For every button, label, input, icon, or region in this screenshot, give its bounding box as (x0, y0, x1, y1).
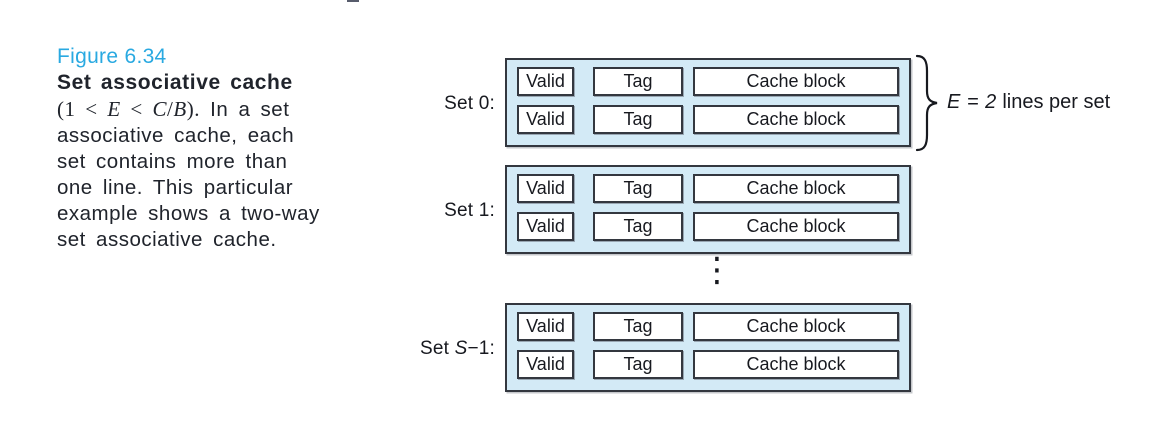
cropped-text-artifact (347, 0, 359, 2)
math-var-e: E (107, 97, 121, 121)
tag-field: Tag (593, 67, 683, 96)
math-expression: (1 < E < C/B). (57, 97, 200, 121)
valid-field: Valid (517, 312, 574, 341)
set-label-text: Set (419, 338, 455, 359)
set-1-box: Valid Tag Cache block Valid Tag Cache bl… (505, 165, 911, 254)
caption-title: Set associative cache (57, 71, 293, 94)
cache-block-field: Cache block (693, 67, 899, 96)
caption-line-1-rest: In a set (210, 98, 290, 121)
tag-field: Tag (593, 212, 683, 241)
set-0-box: Valid Tag Cache block Valid Tag Cache bl… (505, 58, 911, 147)
set-s-1-box: Valid Tag Cache block Valid Tag Cache bl… (505, 303, 911, 392)
tag-field: Tag (593, 174, 683, 203)
lines-per-set-label: lines per set (1002, 91, 1111, 113)
tag-field: Tag (593, 312, 683, 341)
cache-block-field: Cache block (693, 212, 899, 241)
caption-line: one line. This particular (57, 176, 294, 199)
valid-field: Valid (517, 174, 574, 203)
e-equals-2: E = 2 (947, 91, 997, 113)
math-lt: < (130, 97, 143, 121)
right-brace (915, 54, 938, 152)
math-slash: / (167, 97, 174, 121)
math-close: ). (186, 97, 200, 121)
valid-field: Valid (517, 105, 574, 134)
set-s-1-label: Set S−1: (393, 338, 495, 360)
set-label-text: Set 1: (444, 200, 495, 221)
valid-field: Valid (517, 212, 574, 241)
math-open: (1 < (57, 97, 98, 121)
cache-block-field: Cache block (693, 350, 899, 379)
valid-field: Valid (517, 67, 574, 96)
figure-caption: Figure 6.34 Set associative cache (1 < E… (57, 44, 387, 253)
set-label-suffix: −1: (467, 338, 495, 359)
tag-field: Tag (593, 105, 683, 134)
cache-block-field: Cache block (693, 174, 899, 203)
math-var-b: B (173, 97, 187, 121)
lines-per-set-annotation: E = 2 lines per set (947, 91, 1110, 114)
cache-block-field: Cache block (693, 312, 899, 341)
caption-line-math: (1 < E < C/B). In a set (57, 96, 387, 123)
math-var-c: C (152, 97, 168, 121)
set-1-label: Set 1: (393, 200, 495, 222)
caption-line: example shows a two-way (57, 202, 320, 225)
set-label-var: S (454, 338, 468, 359)
set-label-text: Set 0: (444, 93, 495, 114)
cache-block-field: Cache block (693, 105, 899, 134)
set-0-label: Set 0: (393, 93, 495, 115)
valid-field: Valid (517, 350, 574, 379)
figure-number: Figure 6.34 (57, 45, 167, 68)
caption-line: set contains more than (57, 150, 288, 173)
caption-line: set associative cache. (57, 228, 277, 251)
caption-line: associative cache, each (57, 124, 295, 147)
vertical-ellipsis: ⋮ (700, 250, 734, 290)
tag-field: Tag (593, 350, 683, 379)
